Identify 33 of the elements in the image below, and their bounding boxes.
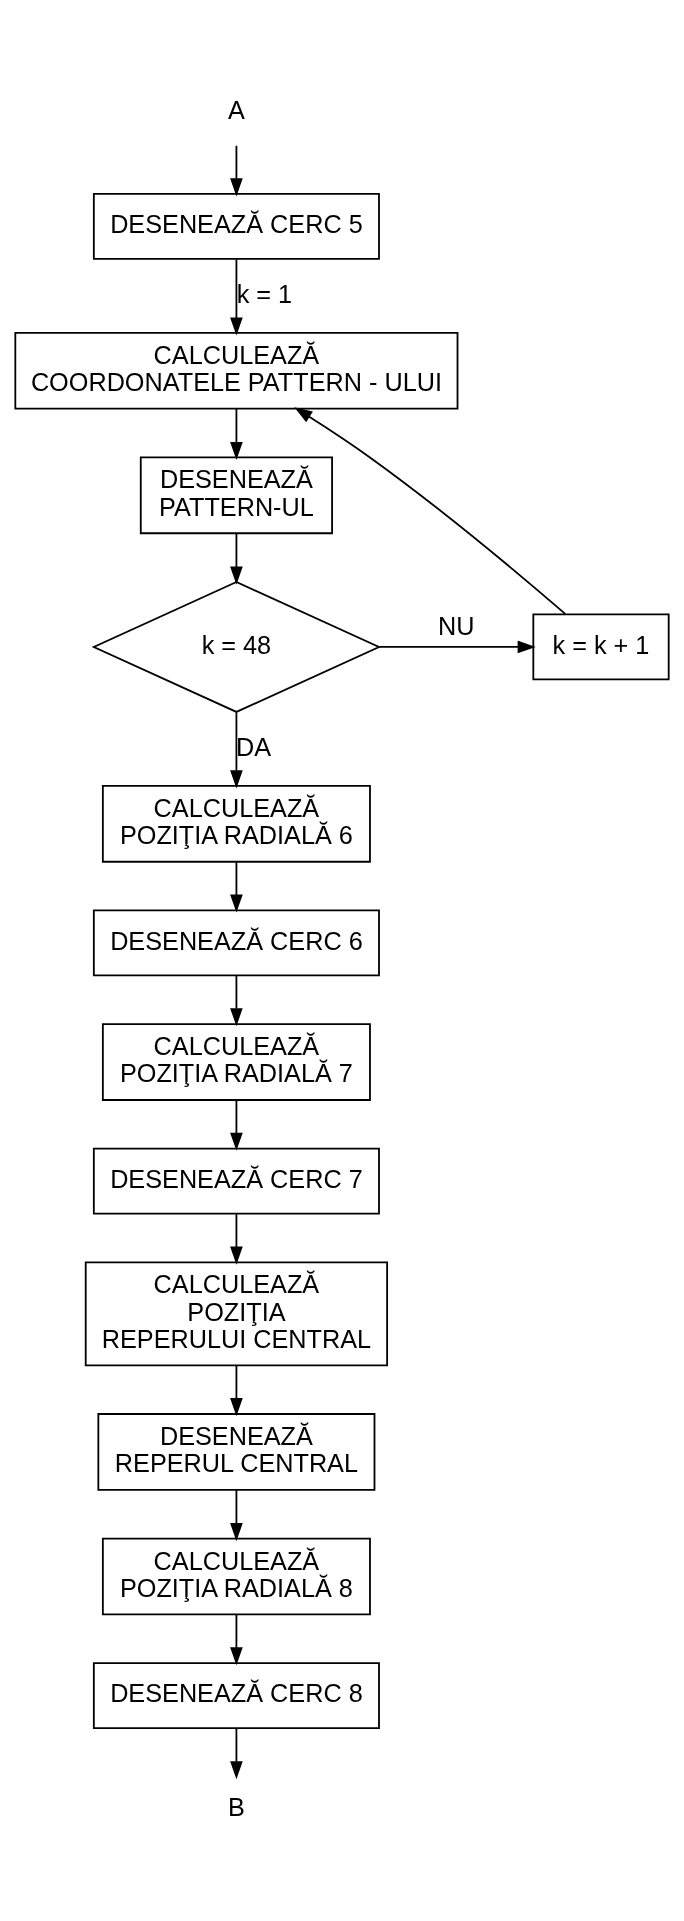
node-box: CALCULEAZĂ POZIŢIA REPERULUI CENTRAL: [84, 1261, 388, 1366]
arrow: [294, 406, 567, 615]
node-box: CALCULEAZĂ COORDONATELE PATTERN - ULUI: [14, 331, 459, 410]
arrow: [378, 640, 536, 653]
arrow: [230, 144, 243, 196]
node-text: A: [227, 95, 245, 124]
edge-label: k = 1: [236, 279, 293, 308]
arrow: [230, 1099, 243, 1151]
arrow: [230, 258, 243, 336]
node-box: DESENEAZĂ CERC 8: [92, 1661, 380, 1729]
node-box: CALCULEAZĂ POZIŢIA RADIALĂ 8: [101, 1537, 371, 1615]
node-box: DESENEAZĂ PATTERN-UL: [139, 456, 333, 534]
node-box: DESENEAZĂ CERC 6: [92, 909, 380, 976]
node-box: DESENEAZĂ REPERUL CENTRAL: [97, 1412, 376, 1491]
edge-label: NU: [437, 611, 475, 640]
edge-label: DA: [236, 732, 272, 761]
arrow: [230, 710, 243, 788]
arrow: [230, 1212, 243, 1265]
arrow: [230, 860, 243, 913]
node-box: CALCULEAZĂ POZIŢIA RADIALĂ 6: [101, 784, 371, 863]
arrow: [230, 1613, 243, 1665]
node-diamond: k = 48: [91, 580, 382, 713]
arrow: [230, 1364, 243, 1416]
node-box: DESENEAZĂ CERC 5: [92, 192, 380, 260]
node-box: k = k + 1: [532, 613, 670, 680]
arrow: [230, 1488, 243, 1541]
arrow: [230, 532, 243, 585]
node-box: DESENEAZĂ CERC 7: [92, 1147, 380, 1215]
node-box: CALCULEAZĂ POZIŢIA RADIALĂ 7: [101, 1022, 371, 1101]
arrow: [230, 974, 243, 1026]
arrow: [230, 407, 243, 460]
node-text: B: [227, 1792, 245, 1821]
arrow: [230, 1727, 243, 1779]
